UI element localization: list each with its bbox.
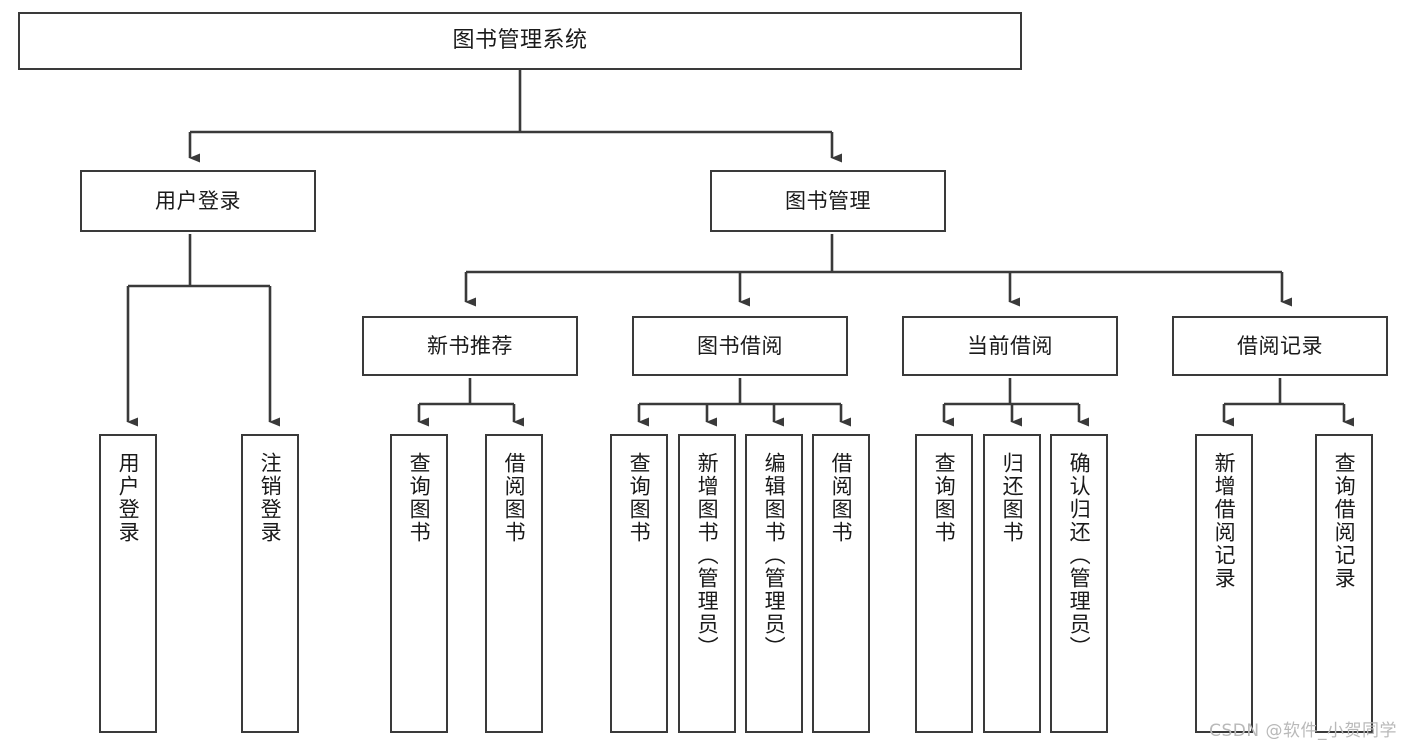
node-book-management[interactable]: 图书管理 xyxy=(710,170,946,232)
node-label: 借阅记录 xyxy=(1237,333,1323,358)
node-label: 图书借阅 xyxy=(697,333,783,358)
node-user-login[interactable]: 用户登录 xyxy=(80,170,316,232)
leaf-query-borrowing-record[interactable]: 查询借阅记录 xyxy=(1315,434,1373,733)
leaf-confirm-return-admin[interactable]: 确认归还（管理员） xyxy=(1050,434,1108,733)
node-label: 查询借阅记录 xyxy=(1332,452,1357,590)
node-label: 借阅图书 xyxy=(829,452,854,544)
node-label: 新增图书（管理员） xyxy=(695,452,720,659)
node-label: 注销登录 xyxy=(258,452,283,544)
node-label: 查询图书 xyxy=(407,452,432,544)
leaf-add-borrowing-record[interactable]: 新增借阅记录 xyxy=(1195,434,1253,733)
node-label: 用户登录 xyxy=(116,452,141,544)
node-label: 新书推荐 xyxy=(427,333,513,358)
csdn-watermark: CSDN @软件_小贺同学 xyxy=(1209,721,1397,741)
leaf-user-login[interactable]: 用户登录 xyxy=(99,434,157,733)
node-label: 图书管理系统 xyxy=(452,28,588,54)
leaf-borrow-book-borrowing[interactable]: 借阅图书 xyxy=(812,434,870,733)
leaf-edit-book-admin[interactable]: 编辑图书（管理员） xyxy=(745,434,803,733)
node-label: 用户登录 xyxy=(155,188,241,213)
node-label: 图书管理 xyxy=(785,188,871,213)
leaf-add-book-admin[interactable]: 新增图书（管理员） xyxy=(678,434,736,733)
node-current-borrowing[interactable]: 当前借阅 xyxy=(902,316,1118,376)
node-label: 当前借阅 xyxy=(967,333,1053,358)
leaf-query-book-current[interactable]: 查询图书 xyxy=(915,434,973,733)
node-new-book-recommendation[interactable]: 新书推荐 xyxy=(362,316,578,376)
node-label: 确认归还（管理员） xyxy=(1067,452,1092,659)
node-borrowing-record[interactable]: 借阅记录 xyxy=(1172,316,1388,376)
node-book-borrowing[interactable]: 图书借阅 xyxy=(632,316,848,376)
leaf-return-book[interactable]: 归还图书 xyxy=(983,434,1041,733)
leaf-logout[interactable]: 注销登录 xyxy=(241,434,299,733)
node-label: 编辑图书（管理员） xyxy=(762,452,787,659)
node-label: 查询图书 xyxy=(627,452,652,544)
leaf-query-book-borrowing[interactable]: 查询图书 xyxy=(610,434,668,733)
node-label: 归还图书 xyxy=(1000,452,1025,544)
node-label: 查询图书 xyxy=(932,452,957,544)
node-label: 借阅图书 xyxy=(502,452,527,544)
leaf-borrow-book-recommendation[interactable]: 借阅图书 xyxy=(485,434,543,733)
node-label: 新增借阅记录 xyxy=(1212,452,1237,590)
leaf-query-book-recommendation[interactable]: 查询图书 xyxy=(390,434,448,733)
node-root-book-management-system[interactable]: 图书管理系统 xyxy=(18,12,1022,70)
